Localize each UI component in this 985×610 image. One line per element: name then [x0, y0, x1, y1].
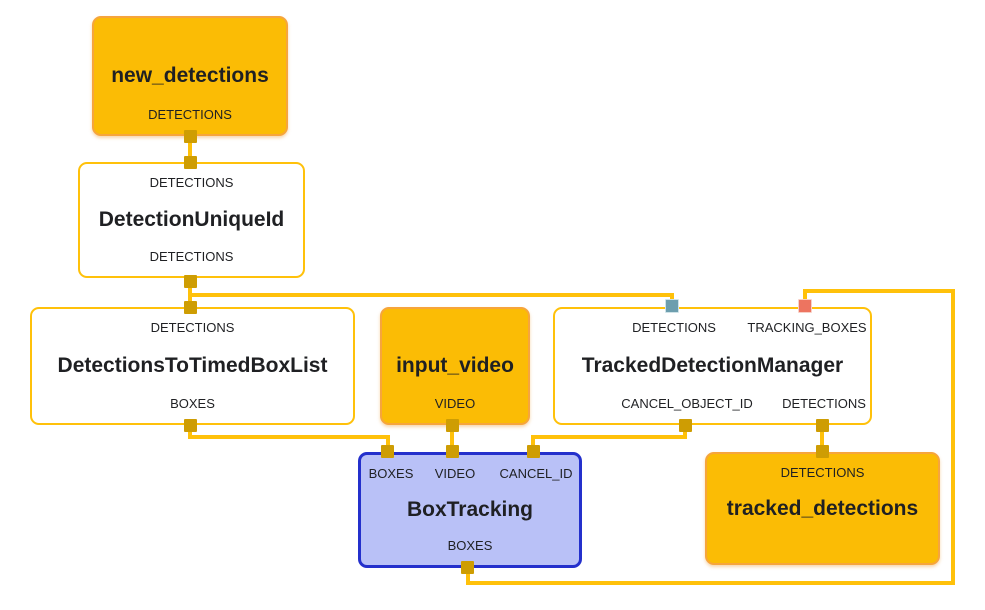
- port-tracked-detections-detections-in: [816, 445, 829, 458]
- port-detections-to-timed-box-list-boxes-out: [184, 419, 197, 432]
- node-title: tracked_detections: [726, 496, 919, 520]
- port-label-boxes-out: BOXES: [170, 396, 215, 411]
- node-detection-unique-id[interactable]: DETECTIONS DetectionUniqueId DETECTIONS: [78, 162, 305, 278]
- port-box-tracking-video-in: [446, 445, 459, 458]
- node-tracked-detection-manager[interactable]: DETECTIONS TRACKING_BOXES TrackedDetecti…: [553, 307, 872, 425]
- edge-detections-to-trackeddetections: [820, 423, 824, 451]
- port-label-detections-in: DETECTIONS: [150, 320, 235, 335]
- edge-boxes-to-boxtracking-drop: [386, 435, 390, 451]
- port-new-detections-detections-out: [184, 130, 197, 143]
- port-label-video-in: VIDEO: [434, 466, 476, 481]
- port-label-detections-out: DETECTIONS: [149, 249, 234, 264]
- node-box-tracking[interactable]: BOXES VIDEO CANCEL_ID BoxTracking BOXES: [358, 452, 582, 568]
- node-title: DetectionsToTimedBoxList: [57, 354, 328, 377]
- edge-boxtracking-loop-drop: [803, 289, 807, 307]
- port-tracked-detection-manager-detections-out: [816, 419, 829, 432]
- node-title: BoxTracking: [406, 498, 534, 521]
- node-title: input_video: [396, 354, 514, 377]
- port-label-video-out: VIDEO: [434, 396, 476, 411]
- port-label-detections-in: DETECTIONS: [149, 175, 234, 190]
- port-input-video-video-out: [446, 419, 459, 432]
- port-label-cancel-object-id-out: CANCEL_OBJECT_ID: [621, 396, 753, 411]
- port-label-detections-out: DETECTIONS: [148, 107, 232, 122]
- port-box-tracking-cancel-id-in: [527, 445, 540, 458]
- edge-inputvideo-to-boxtracking: [450, 423, 454, 451]
- node-input-video[interactable]: input_video VIDEO: [380, 307, 530, 425]
- node-title: TrackedDetectionManager: [581, 354, 844, 377]
- edge-cancelobjectid-to-boxtracking: [531, 435, 687, 439]
- port-label-boxes-out: BOXES: [447, 538, 493, 553]
- edge-boxtracking-loop-bottom: [466, 581, 955, 585]
- node-new-detections[interactable]: new_detections DETECTIONS: [92, 16, 288, 136]
- edge-cancelobjectid-to-boxtracking-drop: [531, 435, 535, 451]
- port-label-cancel-id-in: CANCEL_ID: [499, 466, 573, 481]
- port-box-tracking-boxes-in: [381, 445, 394, 458]
- port-detection-unique-id-detections-out: [184, 275, 197, 288]
- node-title: new_detections: [111, 64, 269, 87]
- node-tracked-detections[interactable]: DETECTIONS tracked_detections: [705, 452, 940, 565]
- port-tracked-detection-manager-detections-in: [665, 299, 679, 313]
- port-label-tracking-boxes-in: TRACKING_BOXES: [747, 320, 867, 335]
- port-box-tracking-boxes-out: [461, 561, 474, 574]
- port-label-detections-in: DETECTIONS: [780, 465, 865, 480]
- node-detections-to-timed-box-list[interactable]: DETECTIONS DetectionsToTimedBoxList BOXE…: [30, 307, 355, 425]
- port-tracked-detection-manager-tracking-boxes-in: [798, 299, 812, 313]
- port-label-detections-in: DETECTIONS: [632, 320, 716, 335]
- port-label-boxes-in: BOXES: [368, 466, 414, 481]
- port-detections-to-timed-box-list-detections-in: [184, 301, 197, 314]
- port-label-detections-out: DETECTIONS: [782, 396, 866, 411]
- edge-boxes-to-boxtracking: [188, 435, 390, 439]
- edge-boxtracking-loop-top: [803, 289, 955, 293]
- node-title: DetectionUniqueId: [98, 208, 285, 231]
- port-detection-unique-id-detections-in: [184, 156, 197, 169]
- port-tracked-detection-manager-cancel-object-id-out: [679, 419, 692, 432]
- edge-boxtracking-loop-right: [951, 289, 955, 585]
- edge-detectionuniqueid-to-trackeddetectionmanager: [188, 293, 674, 297]
- edge-newdetections-to-detectionuniqueid: [188, 137, 192, 164]
- edge-boxtracking-loop-down: [466, 566, 470, 585]
